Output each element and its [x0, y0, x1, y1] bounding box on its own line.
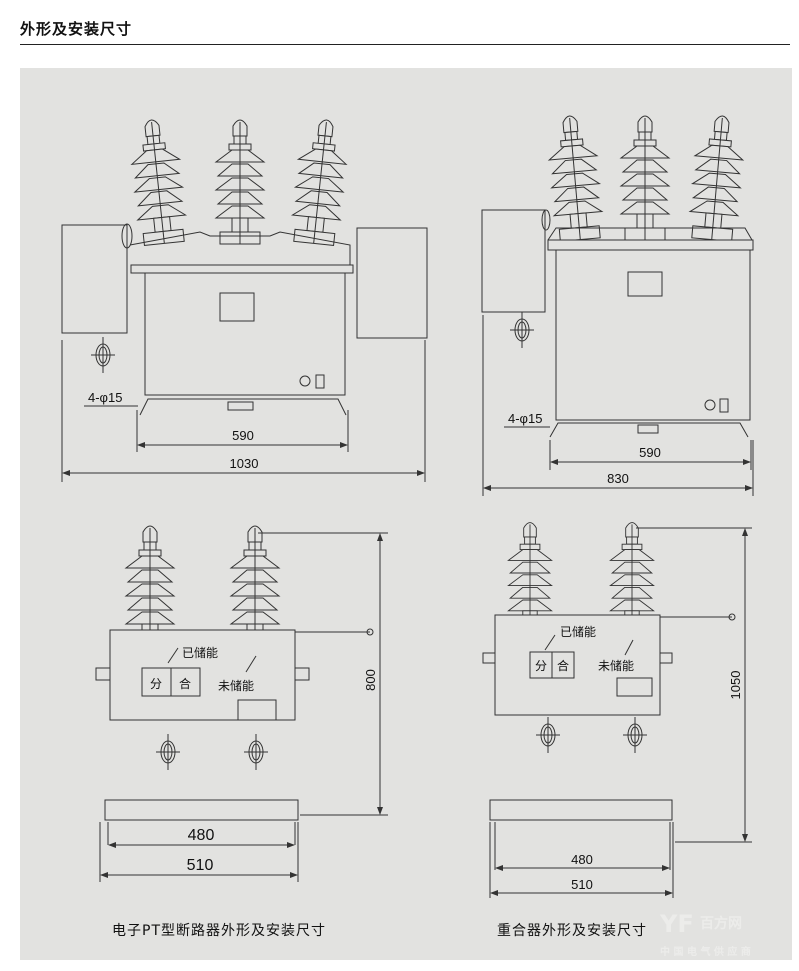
recloser-front-view: 4-φ15 590 830	[481, 113, 754, 496]
dim-480: 480	[188, 827, 215, 844]
caption-breaker: 电子PT型断路器外形及安装尺寸	[112, 923, 326, 939]
caption-recloser: 重合器外形及安装尺寸	[497, 923, 647, 939]
close-label: 合	[179, 676, 191, 691]
dim-590: 590	[232, 428, 254, 443]
stored-label: 已储能	[182, 645, 218, 660]
dim-480: 480	[571, 852, 593, 867]
section-title: 外形及安装尺寸	[20, 20, 133, 38]
dim-1050: 1050	[728, 671, 743, 700]
open-label: 分	[150, 677, 162, 691]
hole-spec-label: 4-φ15	[508, 411, 542, 426]
title-divider	[20, 44, 790, 45]
hole-spec-label: 4-φ15	[88, 390, 122, 405]
dim-510: 510	[571, 877, 593, 892]
dim-1030: 1030	[230, 456, 259, 471]
not-stored-label: 未储能	[218, 678, 254, 693]
open-label: 分	[535, 659, 547, 673]
svg-text:中 国 电 气 供 应 商: 中 国 电 气 供 应 商	[660, 945, 751, 958]
dim-800: 800	[363, 669, 378, 691]
stored-label: 已储能	[560, 624, 596, 639]
close-label: 合	[557, 658, 569, 673]
dim-830: 830	[607, 471, 629, 486]
breaker-side-view: 已储能 分 合 未储能 800 480 510	[95, 525, 388, 882]
watermark-logo: YF 百方网 中 国 电 气 供 应 商	[659, 910, 751, 958]
svg-text:百方网: 百方网	[700, 915, 742, 932]
dim-590: 590	[639, 445, 661, 460]
recloser-side-view: 已储能 分 合 未储能 1050 480 510	[482, 522, 752, 898]
svg-text:YF: YF	[659, 910, 694, 938]
breaker-front-view: 4-φ15 590 1030	[61, 117, 428, 482]
dim-510: 510	[187, 857, 214, 874]
not-stored-label: 未储能	[598, 658, 634, 673]
